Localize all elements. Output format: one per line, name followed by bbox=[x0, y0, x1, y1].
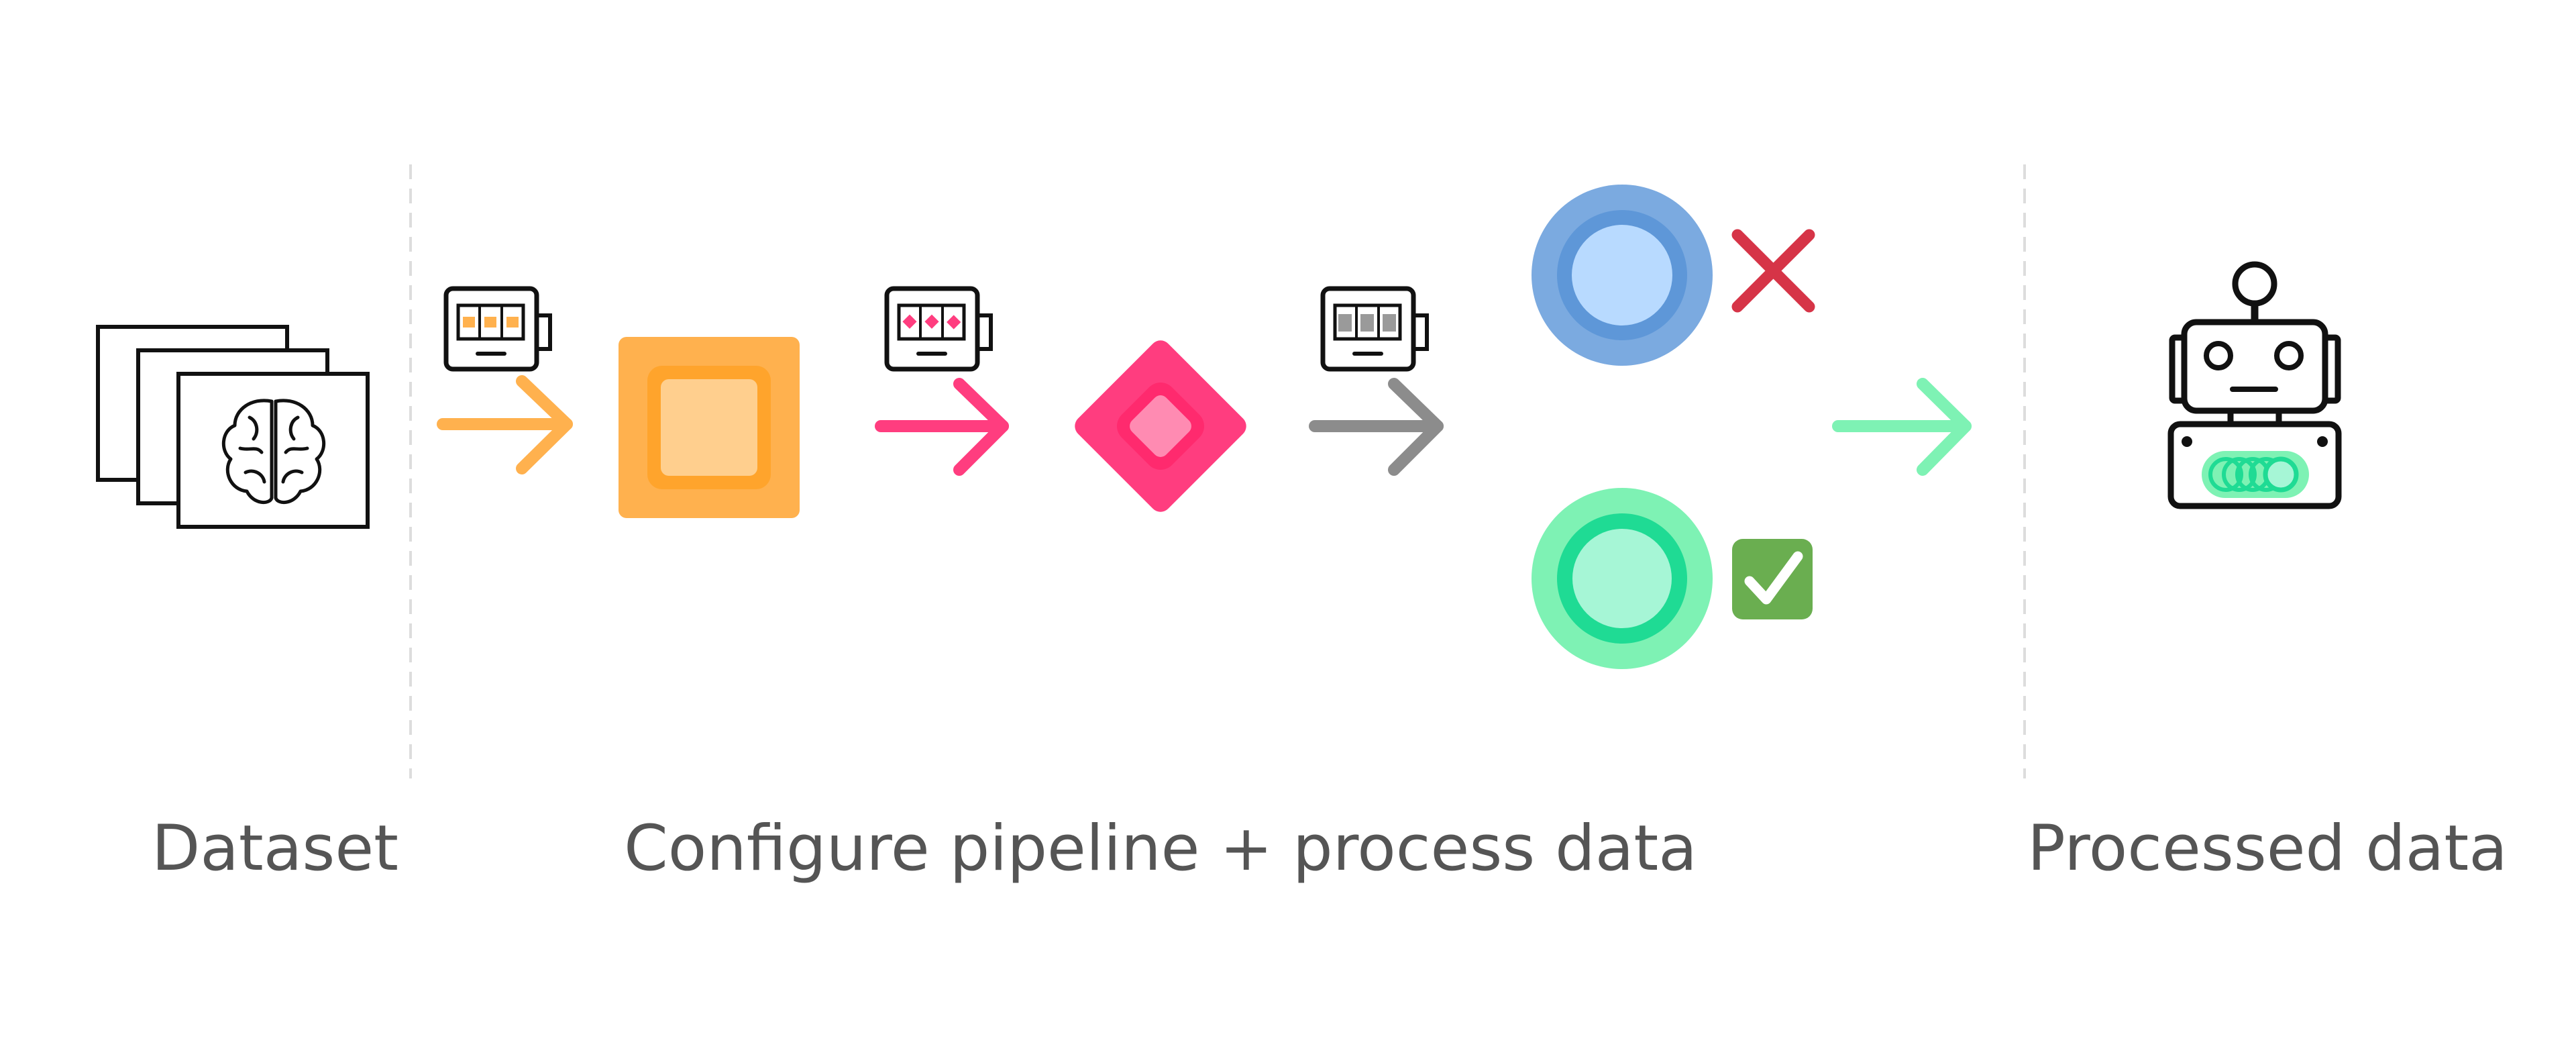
node-circle-green bbox=[1532, 488, 1713, 669]
slot-machine-icon-2 bbox=[884, 286, 993, 372]
x-mark-icon bbox=[1731, 229, 1815, 313]
arrow-pink bbox=[875, 378, 1009, 476]
dataset-label: Dataset bbox=[151, 812, 399, 885]
node-square-orange bbox=[619, 337, 800, 518]
arrow-green bbox=[1832, 378, 1972, 476]
slot-machine-icon-3 bbox=[1320, 286, 1429, 372]
slot-machine-icon-1 bbox=[443, 286, 552, 372]
node-circle-blue bbox=[1532, 185, 1713, 366]
dataset-icon bbox=[96, 325, 370, 529]
checkbox-check-icon bbox=[1732, 539, 1813, 619]
brain-icon bbox=[221, 399, 326, 505]
arrow-gray bbox=[1309, 378, 1444, 476]
pipeline-label: Configure pipeline + process data bbox=[624, 812, 1697, 885]
arrow-orange bbox=[437, 375, 573, 474]
robot-icon bbox=[2167, 261, 2342, 509]
node-diamond-pink bbox=[1075, 340, 1246, 512]
processed-data-label: Processed data bbox=[2027, 812, 2508, 885]
